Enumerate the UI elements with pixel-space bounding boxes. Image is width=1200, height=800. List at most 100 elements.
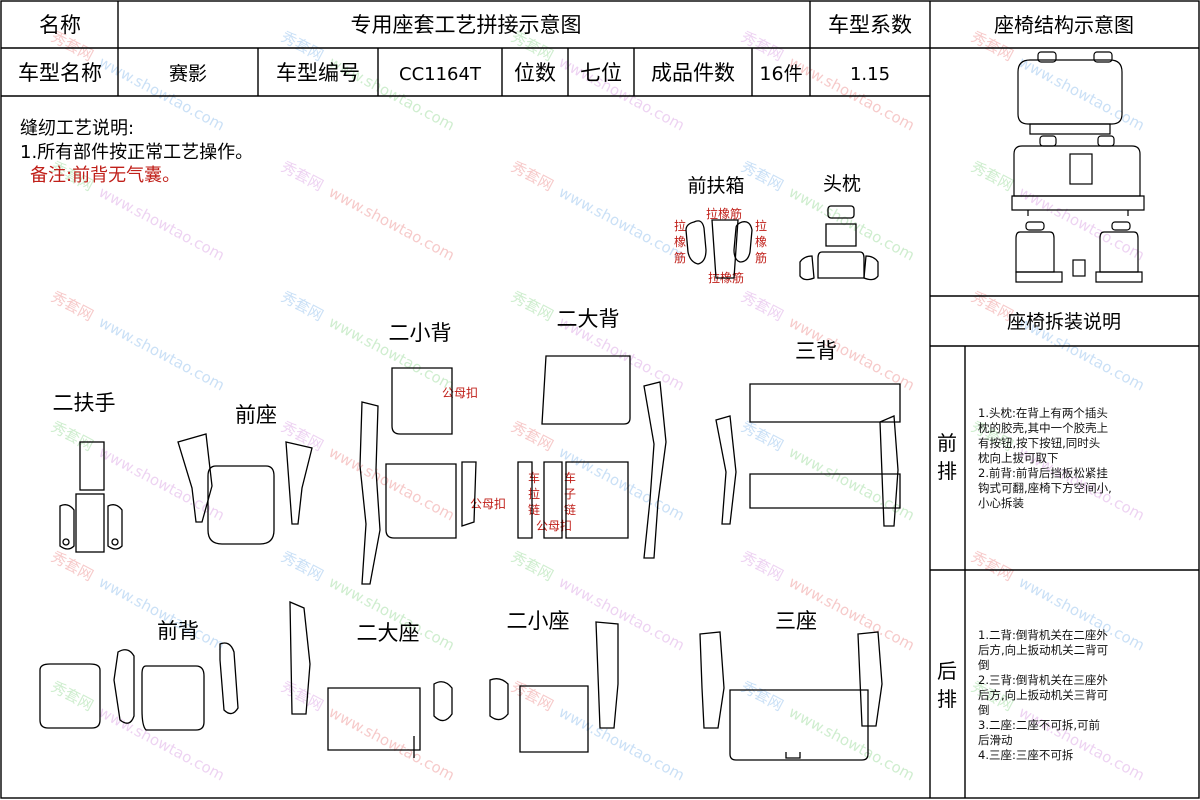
rear-note-line: 后滑动 [978,733,1013,747]
annot-elastic-right-1: 拉 [755,218,767,233]
third-seat-pieces [699,631,883,761]
seat-structure-diagram [1011,51,1145,283]
third-back-pieces [715,383,901,527]
seats-label: 位数 [514,61,556,85]
front-note-line: 枕向上拔可取下 [978,451,1059,465]
watermark-brand: 秀套网 [48,418,96,455]
annot-elastic-left-3: 筋 [674,250,686,265]
label-third-back: 三背 [795,339,837,363]
model-name-value: 赛影 [169,63,207,85]
watermark-url: www.showtao.com [326,703,458,785]
annot-zip-right-1: 车 [564,470,576,485]
label-headrest: 头枕 [823,173,861,195]
process-remark: 备注:前背无气囊。 [30,165,180,186]
second-small-seat-pieces [489,621,619,753]
rear-note-line: 后方,向上扳动机关二背可 [978,643,1109,657]
label-second-armrest: 二扶手 [53,391,116,415]
front-note-line: 枕的胶壳,其中一个胶壳上 [978,421,1109,435]
watermark-brand: 秀套网 [738,418,786,455]
front-back-pieces [39,642,239,731]
front-row-label-1: 前 [937,431,957,455]
second-small-back-pieces [359,367,477,585]
rear-note-line: 2.三背:倒背机关在三座外 [978,673,1108,687]
front-box-pieces [685,219,753,279]
watermark-brand: 秀套网 [508,678,556,715]
watermark-brand: 秀套网 [278,28,326,65]
annot-elastic-right-2: 橡 [755,235,767,249]
watermark-url: www.showtao.com [786,703,918,785]
watermark-brand: 秀套网 [738,288,786,325]
process-title: 缝纫工艺说明: [20,118,134,139]
rear-note-line: 倒 [978,703,990,717]
watermark-brand: 秀套网 [48,678,96,715]
annot-snap-3: 公母扣 [536,519,572,533]
annot-elastic-top: 拉橡筋 [706,206,742,221]
rear-row-label-1: 后 [937,659,957,683]
annot-elastic-left-1: 拉 [674,218,686,233]
watermark-url: www.showtao.com [556,573,688,655]
watermark-url: www.showtao.com [96,703,228,785]
front-note-line: 钩式可翻,座椅下方空间小, [978,481,1112,495]
watermark-brand: 秀套网 [278,418,326,455]
watermark-brand: 秀套网 [738,28,786,65]
name-label: 名称 [39,13,81,37]
watermark-brand: 秀套网 [48,288,96,325]
watermark-brand: 秀套网 [738,678,786,715]
front-note-line: 有按钮,按下按钮,同时头 [978,436,1101,450]
rear-note-line: 倒 [978,658,990,672]
coef-value: 1.15 [850,64,890,85]
label-front-box: 前扶箱 [687,175,744,197]
annot-snap-2: 公母扣 [470,497,506,511]
watermark-url: www.showtao.com [326,183,458,265]
annot-elastic-left-2: 橡 [674,235,686,249]
label-second-small-seat: 二小座 [507,609,570,633]
watermark-brand: 秀套网 [278,158,326,195]
seats-value: 七位 [580,61,622,85]
annot-zip-left-3: 链 [528,502,540,517]
watermark-brand: 秀套网 [508,548,556,585]
pieces-value: 16件 [759,63,802,85]
watermark-brand: 秀套网 [278,288,326,325]
watermark-url: www.showtao.com [96,313,228,395]
front-row-notes: 1.头枕:在背上有两个插头枕的胶壳,其中一个胶壳上有按钮,按下按钮,同时头枕向上… [978,406,1190,511]
structure-title: 座椅结构示意图 [994,13,1134,37]
process-item-1: 1.所有部件按正常工艺操作。 [20,142,253,163]
watermark-brand: 秀套网 [508,158,556,195]
front-seat-pieces [177,433,313,545]
rear-note-line: 1.二背:倒背机关在二座外 [978,628,1108,642]
watermark-brand: 秀套网 [508,288,556,325]
sheet-title: 专用座套工艺拼接示意图 [351,13,582,37]
rear-note-line: 4.三座:三座不可拆 [978,748,1074,762]
watermark-url: www.showtao.com [556,183,688,265]
watermark-brand: 秀套网 [48,548,96,585]
annot-elastic-right-3: 筋 [755,250,767,265]
label-front-back: 前背 [157,619,199,643]
watermark-url: www.showtao.com [1016,53,1148,135]
watermark-url: www.showtao.com [326,443,458,525]
watermark-brand: 秀套网 [278,548,326,585]
watermark-brand: 秀套网 [738,158,786,195]
second-armrest-pieces [59,441,123,553]
watermark-brand: 秀套网 [508,418,556,455]
annot-zip-right-2: 子 [564,487,576,501]
watermark-url: www.showtao.com [786,443,918,525]
pieces-label: 成品件数 [651,61,735,85]
second-big-seat-pieces [289,601,453,758]
model-code-value: CC1164T [399,64,482,85]
annot-snap-1: 公母扣 [442,386,478,400]
watermark-brand: 秀套网 [278,678,326,715]
